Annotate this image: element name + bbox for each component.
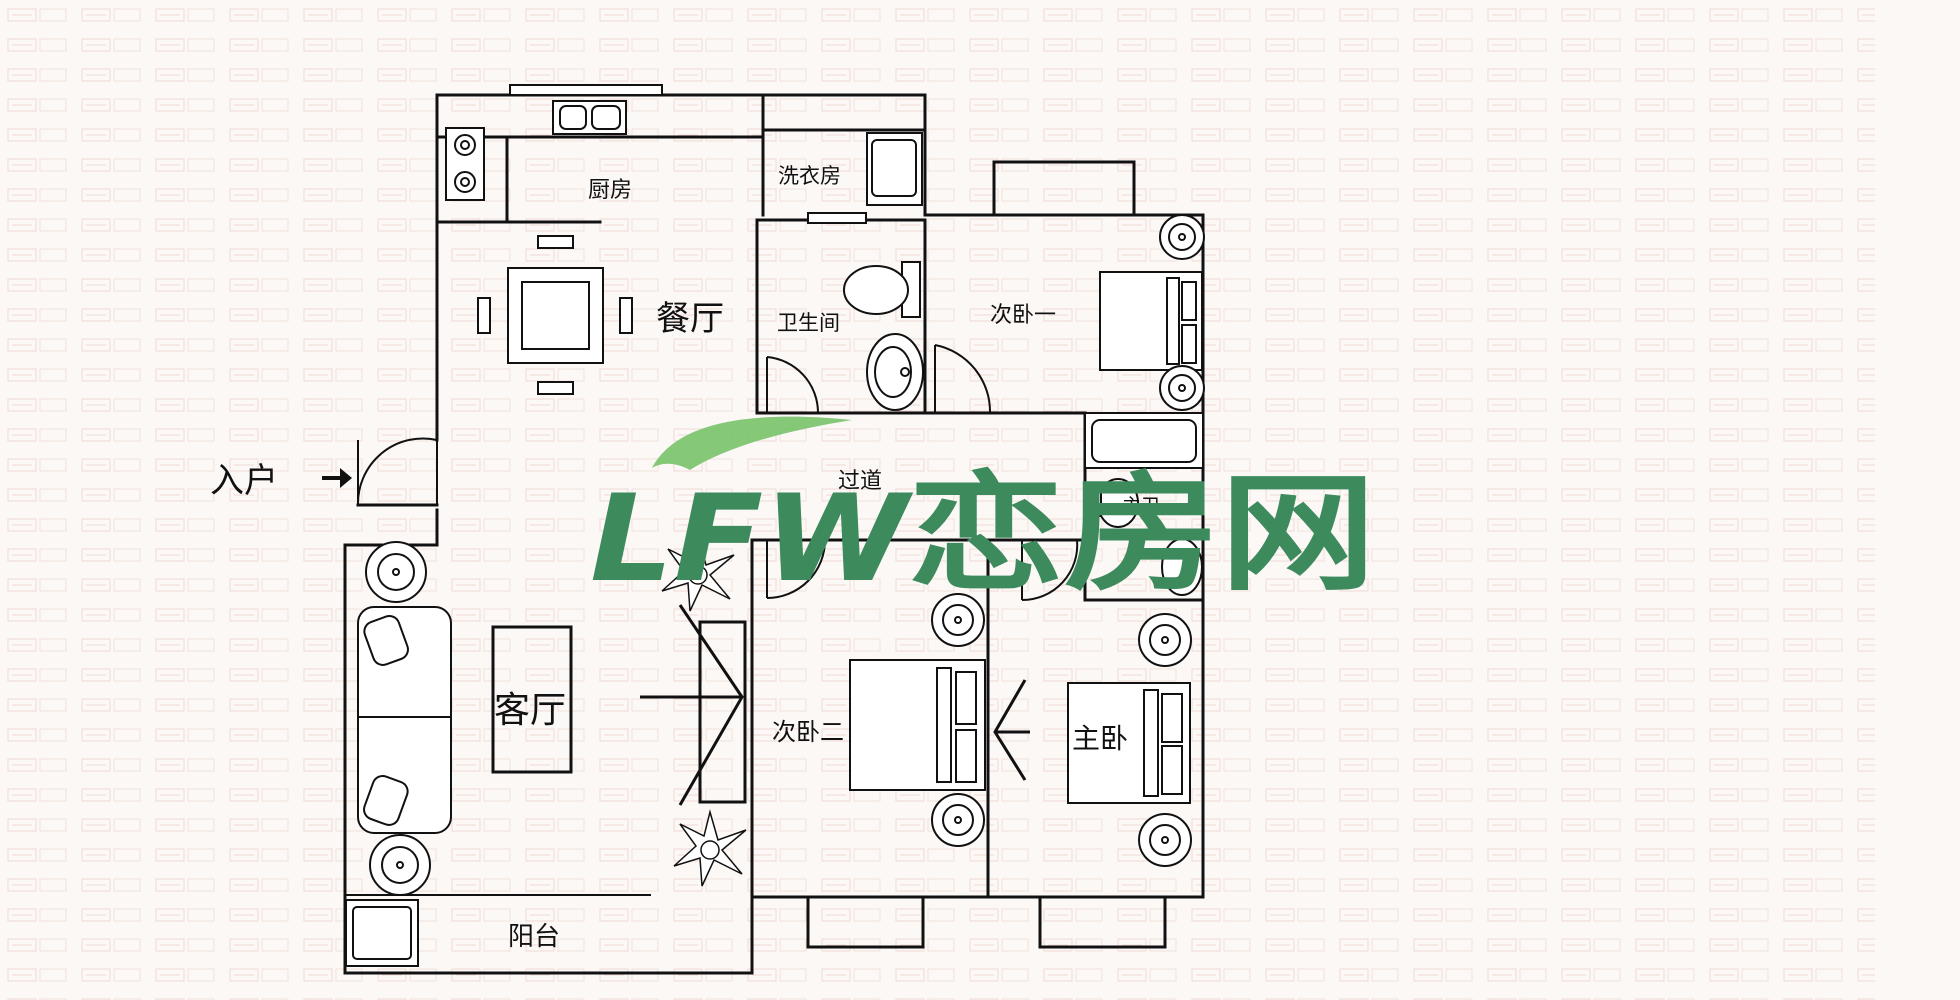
label-bathroom: 卫生间	[777, 311, 840, 335]
bedroom-walls	[750, 538, 1205, 949]
label-bedroom-1: 次卧一	[990, 303, 1056, 328]
logo-latin: LFW	[590, 470, 914, 609]
kitchen-walls	[435, 93, 765, 224]
master-bed-icon	[1067, 682, 1191, 804]
plant-icon-1	[661, 534, 735, 612]
stove-icon	[445, 127, 485, 201]
balcony-cabinet-icon	[345, 899, 419, 967]
nightstand-icons	[365, 214, 1205, 896]
view-arrows	[640, 604, 1030, 806]
label-bedroom-2: 次卧二	[772, 718, 844, 746]
label-balcony: 阳台	[508, 922, 560, 952]
label-dining: 餐厅	[656, 299, 724, 339]
label-living-room: 客厅	[494, 690, 566, 731]
plant-icon-2	[673, 809, 747, 887]
label-master-bedroom: 主卧	[1072, 722, 1128, 755]
site-logo: LFW 恋房网	[590, 416, 1376, 609]
bed-1-icon	[1099, 271, 1203, 371]
label-entrance: 入户	[210, 461, 278, 501]
label-kitchen: 厨房	[588, 178, 632, 203]
doors	[356, 344, 1079, 602]
washbasin-icon	[866, 333, 924, 411]
dining-table-icon	[477, 235, 633, 395]
washing-machine-icon	[866, 132, 923, 206]
entrance-arrow-icon	[322, 468, 352, 488]
master-bath-fixtures	[1084, 412, 1204, 596]
label-hallway: 过道	[838, 469, 882, 494]
kitchen-window	[509, 84, 663, 96]
tv-cabinet	[698, 620, 747, 804]
logo-leaf-icon	[652, 416, 852, 470]
label-master-bath: 主卫	[1122, 495, 1160, 517]
toilet-icon	[843, 261, 921, 318]
sink-icon	[552, 100, 627, 135]
logo-chinese: 恋房网	[908, 460, 1376, 609]
bed-2-icon	[849, 659, 986, 791]
sofa-icon	[357, 606, 452, 834]
laundry-window	[807, 212, 867, 224]
label-laundry: 洗衣房	[778, 164, 841, 188]
coffee-table	[491, 625, 573, 774]
